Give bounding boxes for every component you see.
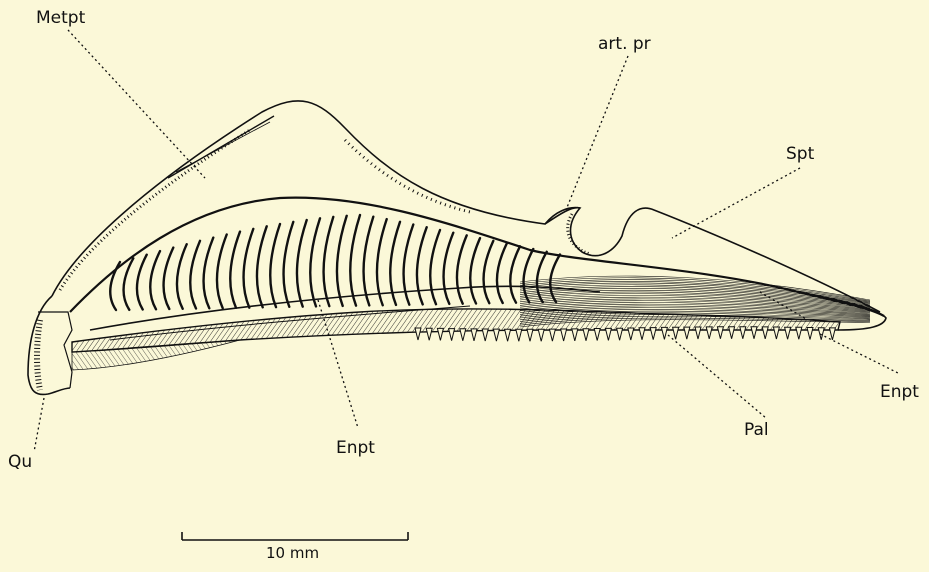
ridge-line (444, 233, 454, 304)
ridge-line (204, 238, 214, 309)
tooth (594, 329, 600, 341)
tooth (505, 329, 511, 341)
striation-line (520, 297, 870, 311)
ridge-line (270, 224, 280, 307)
tooth (706, 327, 712, 339)
ridge-line (377, 219, 387, 305)
ridge-line (150, 251, 160, 309)
tooth (415, 328, 421, 340)
ridge-line (137, 255, 147, 310)
quadrate-shading (37, 320, 40, 390)
ridge-line (404, 225, 414, 305)
tooth (818, 328, 824, 340)
label-metpt: Metpt (36, 10, 85, 27)
ridge-line (110, 262, 120, 310)
leader-qu (34, 398, 44, 452)
tooth (538, 329, 544, 341)
ridge-line (457, 235, 467, 303)
leader-pal (668, 335, 766, 418)
tooth (773, 327, 779, 339)
tooth (628, 328, 634, 340)
leader-art-pr (566, 56, 628, 210)
tooth (639, 328, 645, 340)
quadrate-inner (38, 312, 72, 388)
tooth (437, 328, 443, 340)
tooth (807, 328, 813, 340)
tooth (785, 327, 791, 339)
ridge-line (164, 248, 174, 309)
label-pal: Pal (744, 422, 769, 439)
label-art-pr: art. pr (598, 36, 651, 53)
label-spt: Spt (786, 146, 814, 163)
ridge-line (217, 235, 227, 309)
ridge-line (524, 249, 534, 303)
tooth (695, 327, 701, 339)
tooth (684, 327, 690, 339)
tooth (572, 329, 578, 341)
tooth (471, 329, 477, 341)
tooth (751, 327, 757, 339)
ridge-line (364, 217, 374, 306)
ridge-line (470, 238, 480, 303)
tooth (673, 327, 679, 339)
label-enpt-right: Enpt (880, 384, 919, 401)
metapterygoid-ridge-2 (176, 122, 270, 172)
tooth (762, 327, 768, 339)
scale-bar (182, 532, 408, 540)
tooth (617, 328, 623, 340)
metapterygoid-ridge (168, 116, 274, 178)
tooth (561, 329, 567, 341)
tooth (796, 327, 802, 339)
tooth (482, 329, 488, 341)
ridge-line (417, 227, 427, 304)
tooth (449, 329, 455, 341)
ridge-line (244, 229, 254, 308)
label-enpt-center: Enpt (336, 440, 375, 457)
ridge-line (324, 217, 334, 306)
leader-spt (672, 168, 800, 238)
ridge-line (230, 232, 240, 308)
ridge-line (310, 218, 320, 306)
tooth (729, 327, 735, 339)
ridge-line (284, 222, 294, 307)
tooth (740, 327, 746, 339)
tooth (661, 327, 667, 339)
ridge-line (350, 215, 360, 306)
label-qu: Qu (8, 454, 32, 471)
ridge-line (190, 241, 200, 309)
tooth (426, 328, 432, 340)
tooth (460, 329, 466, 341)
tooth (605, 328, 611, 340)
tooth (527, 329, 533, 341)
tooth (549, 329, 555, 341)
tooth (829, 328, 835, 340)
tooth (493, 329, 499, 341)
ridge-line (484, 241, 494, 303)
leader-metpt (68, 30, 205, 178)
tooth (583, 329, 589, 341)
tooth (516, 329, 522, 341)
tooth (650, 328, 656, 340)
ridge-line (497, 244, 507, 303)
ridge-line (177, 244, 187, 309)
tooth (717, 327, 723, 339)
ridge-line (297, 220, 307, 307)
leader-lines (34, 30, 900, 452)
ridge-line (257, 226, 267, 307)
scale-bar-label: 10 mm (266, 546, 319, 561)
ridge-line (124, 258, 134, 310)
ridge-line (510, 246, 520, 302)
ridge-line (430, 230, 440, 304)
ridge-line (337, 216, 347, 306)
